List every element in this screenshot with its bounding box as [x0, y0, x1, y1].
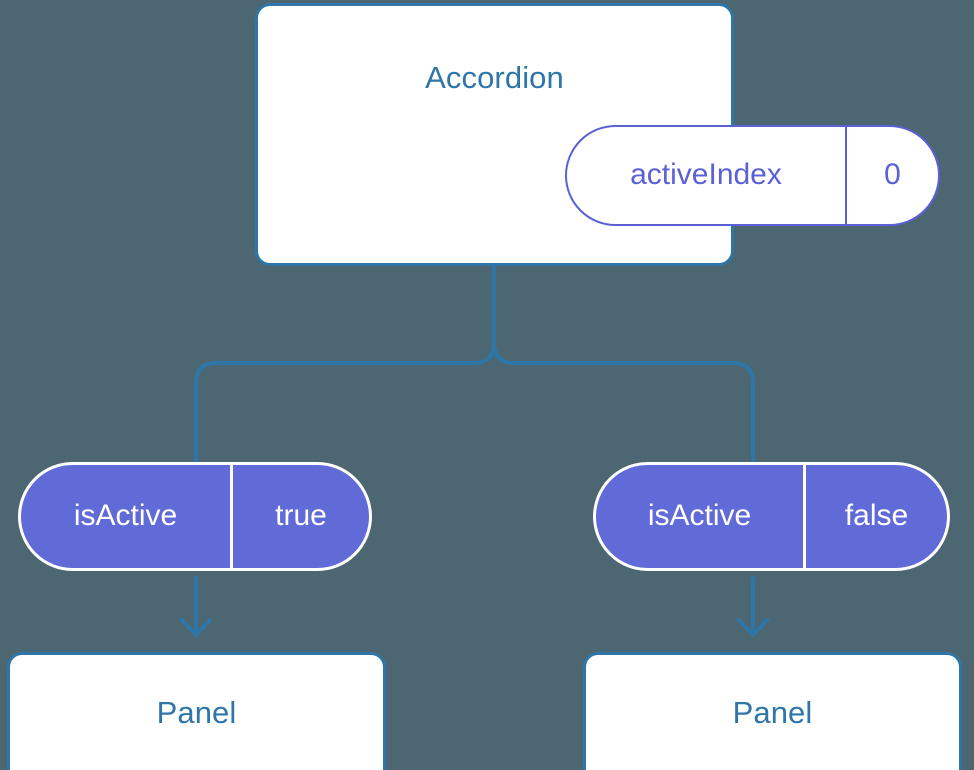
trunk-split-path	[194, 262, 496, 464]
active-index-value: 0	[884, 157, 901, 191]
trunk-split-path-right	[492, 341, 755, 464]
is-active-key-right: isActive	[596, 465, 806, 568]
arrow-left-head-icon	[180, 618, 212, 637]
accordion-component-card[interactable]: Accordion activeIndex 0	[255, 3, 940, 266]
is-active-key-left: isActive	[21, 465, 233, 568]
is-active-value-right: false	[844, 498, 909, 532]
panel-component-card-right[interactable]: Panel	[583, 652, 962, 770]
panel-title-left: Panel	[156, 695, 237, 730]
is-active-value-left: true	[275, 498, 327, 532]
active-index-key: activeIndex	[567, 127, 847, 224]
active-index-state-pill[interactable]: activeIndex 0	[565, 125, 940, 226]
panel-title-right: Panel	[732, 695, 813, 730]
arrow-right-head-icon	[737, 618, 769, 637]
accordion-title: Accordion	[425, 60, 564, 95]
is-active-prop-pill-left[interactable]: isActive true	[18, 462, 372, 571]
is-active-prop-pill-right[interactable]: isActive false	[593, 462, 950, 571]
panel-component-card-left[interactable]: Panel	[7, 652, 386, 770]
